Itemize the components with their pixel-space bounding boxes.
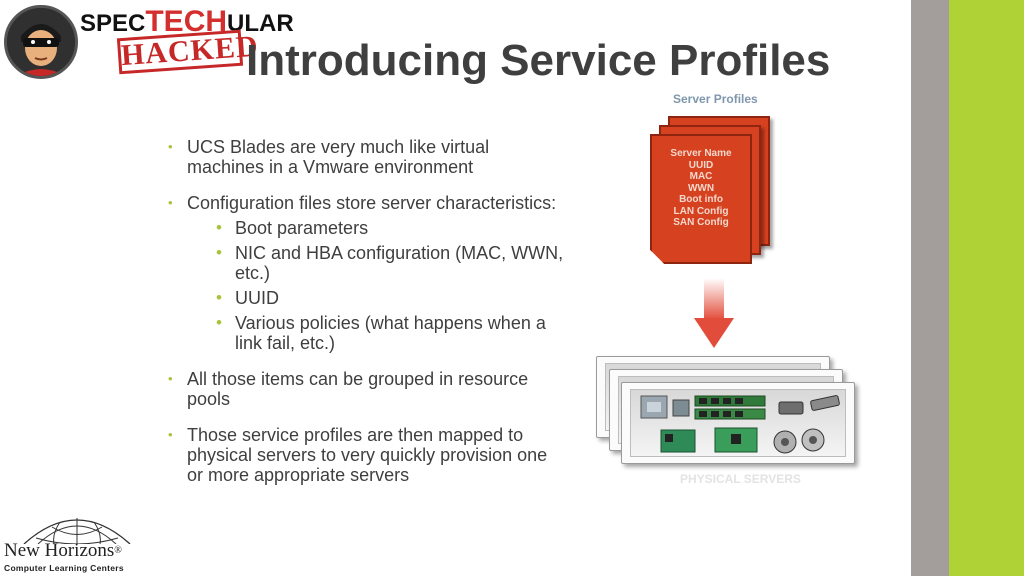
new-horizons-logo: New Horizons® Computer Learning Centers: [0, 512, 140, 576]
bullet-item: UCS Blades are very much like virtual ma…: [168, 137, 568, 177]
profile-document-front: [650, 134, 752, 264]
side-bar-gray: [911, 0, 949, 576]
bullet-list: UCS Blades are very much like virtual ma…: [168, 137, 568, 501]
profile-field: UUID: [688, 159, 714, 171]
profile-fields: Server Name UUID MAC WWN Boot info LAN C…: [651, 148, 751, 229]
bullet-text: Configuration files store server charact…: [187, 193, 557, 213]
bullet-item: Configuration files store server charact…: [168, 193, 568, 353]
slide-title: Introducing Service Profiles: [246, 36, 831, 85]
sub-bullet-item: Boot parameters: [216, 218, 568, 238]
physical-server-front: [621, 382, 855, 464]
bullet-item: Those service profiles are then mapped t…: [168, 425, 568, 485]
profile-field: Boot info: [679, 194, 723, 205]
logo-brand-text: SPECTECHULAR: [80, 5, 294, 38]
globe-arc-icon: [23, 518, 131, 544]
server-components-icon: [630, 389, 846, 457]
sub-bullet-item: Various policies (what happens when a li…: [216, 313, 568, 353]
profile-field: MAC: [689, 171, 713, 182]
new-horizons-tagline: Computer Learning Centers: [4, 563, 124, 573]
profile-field: LAN Config: [673, 205, 729, 217]
server-profiles-label: Server Profiles: [673, 92, 758, 106]
mapping-arrow-shaft: [704, 278, 724, 320]
spectechular-logo: SPECTECHULAR HACKED: [0, 0, 300, 85]
profile-field: SAN Config: [673, 217, 729, 228]
side-bar-green: [949, 0, 1024, 576]
new-horizons-name: New Horizons®: [4, 540, 122, 561]
sub-bullet-item: NIC and HBA configuration (MAC, WWN, etc…: [216, 243, 568, 283]
hacker-avatar-icon: [4, 5, 78, 79]
profile-field: Server Name: [670, 148, 732, 159]
hacked-stamp: HACKED: [116, 30, 260, 75]
bullet-item: All those items can be grouped in resour…: [168, 369, 568, 409]
down-arrow-icon: [694, 318, 734, 348]
physical-servers-label: PHYSICAL SERVERS: [680, 472, 801, 486]
profile-field: WWN: [687, 182, 715, 194]
sub-bullet-item: UUID: [216, 288, 568, 308]
